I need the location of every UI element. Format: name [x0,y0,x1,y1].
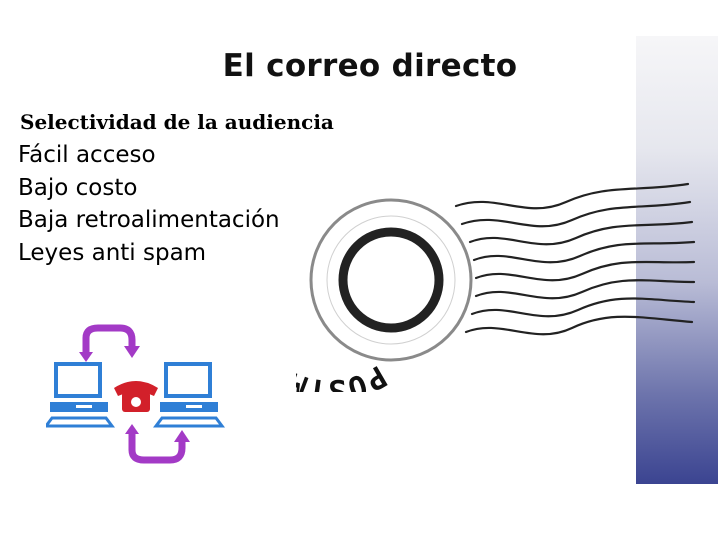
cycle-arrow-icon [79,324,140,362]
side-gradient-band [636,36,718,484]
bullet-item-audience-selectivity: Selectividad de la audiencia [20,110,334,134]
network-illustration [46,324,225,464]
bullet-item: Baja retroalimentación [18,207,280,233]
bullet-item: Fácil acceso [18,142,156,168]
bullet-list: Fácil acceso Bajo costo Baja retroalimen… [18,139,280,269]
telephone-icon [114,381,158,412]
postmark-stamp-icon: POSTMARK [296,182,696,392]
computer-icon [153,362,225,428]
slide-title: El correo directo [222,48,518,84]
cycle-arrow-icon [125,424,190,464]
bullet-item: Bajo costo [18,174,138,201]
bullet-item: Leyes anti spam [18,239,207,266]
computer-icon [46,362,115,428]
